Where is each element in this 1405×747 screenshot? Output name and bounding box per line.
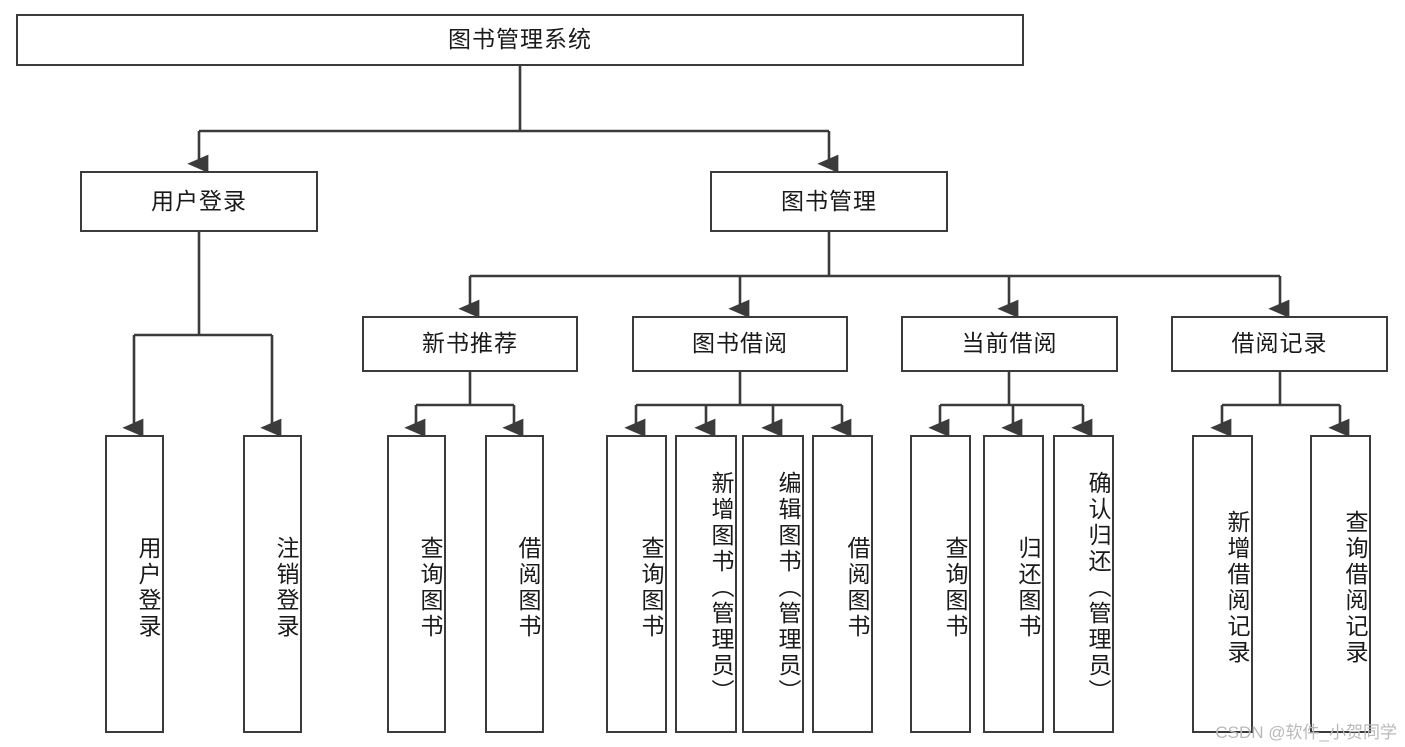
node-leaf-rec-borrow-book-label: 借阅图书 [515, 536, 541, 640]
node-leaf-borrow-add-book[interactable]: 新增图书（管理员） [675, 435, 737, 733]
node-book-borrow-label: 图书借阅 [692, 330, 788, 357]
node-leaf-borrow-edit-book-label: 编辑图书（管理员） [775, 471, 801, 705]
node-leaf-record-query-label: 查询借阅记录 [1342, 510, 1368, 666]
node-leaf-current-query-book-label: 查询图书 [942, 536, 968, 640]
node-leaf-user-login[interactable]: 用户登录 [105, 435, 164, 733]
node-current-borrow[interactable]: 当前借阅 [901, 316, 1118, 372]
node-leaf-user-logout-label: 注销登录 [273, 536, 299, 640]
node-borrow-records[interactable]: 借阅记录 [1171, 316, 1388, 372]
node-leaf-rec-query-book[interactable]: 查询图书 [387, 435, 446, 733]
node-leaf-borrow-query-book[interactable]: 查询图书 [606, 435, 667, 733]
node-leaf-borrow-borrow-book-label: 借阅图书 [844, 536, 870, 640]
node-leaf-user-logout[interactable]: 注销登录 [243, 435, 302, 733]
node-leaf-record-query[interactable]: 查询借阅记录 [1310, 435, 1371, 733]
node-book-management-label: 图书管理 [781, 187, 877, 214]
node-leaf-current-query-book[interactable]: 查询图书 [910, 435, 971, 733]
node-book-borrow[interactable]: 图书借阅 [632, 316, 848, 372]
node-leaf-current-confirm-return[interactable]: 确认归还（管理员） [1053, 435, 1114, 733]
node-leaf-borrow-add-book-label: 新增图书（管理员） [708, 471, 734, 705]
node-leaf-borrow-borrow-book[interactable]: 借阅图书 [812, 435, 873, 733]
node-user-login-label: 用户登录 [151, 187, 247, 214]
node-new-book-recommend[interactable]: 新书推荐 [362, 316, 578, 372]
node-new-book-recommend-label: 新书推荐 [422, 330, 518, 357]
node-current-borrow-label: 当前借阅 [961, 330, 1058, 357]
node-leaf-borrow-edit-book[interactable]: 编辑图书（管理员） [742, 435, 804, 733]
node-leaf-borrow-query-book-label: 查询图书 [638, 536, 664, 640]
node-leaf-record-add[interactable]: 新增借阅记录 [1192, 435, 1253, 733]
node-borrow-records-label: 借阅记录 [1231, 330, 1328, 357]
node-leaf-rec-borrow-book[interactable]: 借阅图书 [485, 435, 544, 733]
node-leaf-record-add-label: 新增借阅记录 [1224, 510, 1250, 666]
node-root[interactable]: 图书管理系统 [16, 14, 1024, 66]
node-leaf-rec-query-book-label: 查询图书 [417, 536, 443, 640]
node-root-label: 图书管理系统 [448, 26, 592, 53]
node-leaf-current-return-book-label: 归还图书 [1015, 536, 1041, 640]
node-user-login[interactable]: 用户登录 [80, 171, 318, 232]
node-book-management[interactable]: 图书管理 [710, 171, 948, 232]
node-leaf-current-confirm-return-label: 确认归还（管理员） [1085, 471, 1111, 705]
node-leaf-current-return-book[interactable]: 归还图书 [983, 435, 1044, 733]
csdn-watermark: CSDN @软件_小贺同学 [1215, 723, 1397, 742]
node-leaf-user-login-label: 用户登录 [135, 536, 161, 640]
